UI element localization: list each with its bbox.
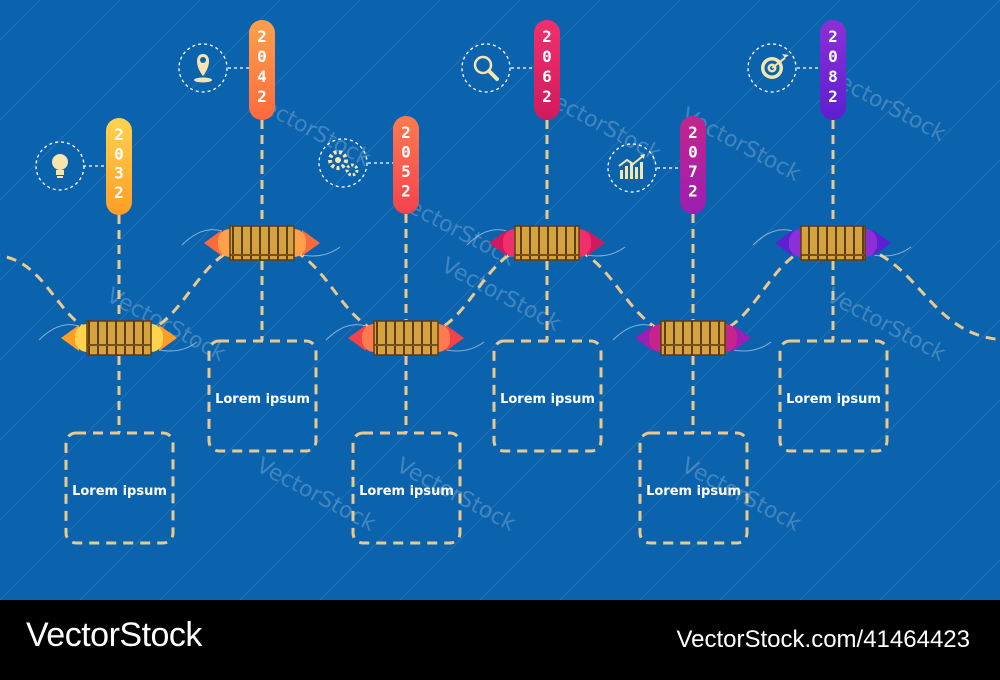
year-label: 2072 [693,111,696,113]
year-digit: 5 [401,162,411,181]
year-digit: 0 [114,144,124,163]
year-digit: 2 [401,182,411,201]
year-digit: 0 [688,143,698,162]
year-label: 2052 [406,111,409,113]
year-digit: 2 [542,27,552,46]
description-box [64,431,175,545]
description-label: Lorem ipsum [786,392,881,407]
description-box [207,339,318,453]
description-box [492,339,603,453]
footer-image-id: VectorStock.com/41464423 [676,626,970,653]
description-label: Lorem ipsum [500,392,595,407]
boat-raft [181,225,341,261]
description-box [638,431,749,545]
year-digit: 2 [828,27,838,46]
icon-circle [178,43,228,93]
boat-raft [325,320,485,356]
year-digit: 2 [828,87,838,106]
year-digit: 0 [542,47,552,66]
year-digit: 0 [257,47,267,66]
growth-chart-icon [618,153,646,180]
footer-brand-logo: VectorStock [26,616,202,654]
year-pill [534,20,560,120]
watermark-layer: VectorStockVectorStockVectorStockVectorS… [102,63,950,537]
year-digit: 6 [542,67,552,86]
year-digit: 2 [688,182,698,201]
location-pin-icon [194,54,212,83]
year-pill [680,116,706,214]
icon-circle [35,141,85,191]
year-digit: 8 [828,67,838,86]
year-digit: 2 [688,123,698,142]
year-digit: 2 [114,183,124,202]
year-digit: 2 [114,125,124,144]
boat-raft [612,320,772,356]
year-digit: 3 [114,164,124,183]
year-digit: 0 [401,143,411,162]
year-digit: 2 [401,123,411,142]
year-pill [106,118,132,215]
icon-circle [318,138,368,188]
year-pill [820,20,846,120]
icon-circle [747,43,797,93]
boat-raft [38,320,198,356]
year-label: 2082 [833,15,836,17]
year-pill [393,116,419,214]
year-label: 2042 [262,15,265,17]
year-digit: 2 [542,87,552,106]
description-label: Lorem ipsum [359,484,454,499]
icon-circle [461,43,511,93]
boat-raft [466,225,626,261]
year-digit: 2 [257,87,267,106]
target-icon [760,53,790,80]
year-digit: 0 [828,47,838,66]
year-label: 2062 [547,15,550,17]
icon-circle [607,143,657,193]
year-digit: 7 [688,162,698,181]
boat-raft [752,225,912,261]
description-label: Lorem ipsum [72,484,167,499]
year-digit: 4 [257,67,267,86]
magnifier-icon [473,55,499,81]
description-box [778,339,889,453]
background-diagonal-lines [0,0,1000,600]
year-label: 2032 [119,113,122,115]
description-label: Lorem ipsum [646,484,741,499]
lightbulb-icon [52,154,68,178]
description-box [351,431,462,545]
year-pill [249,20,275,120]
timeline-diagram: VectorStockVectorStockVectorStockVectorS… [0,0,1000,600]
year-digit: 2 [257,27,267,46]
description-label: Lorem ipsum [215,392,310,407]
footer-bar: VectorStock VectorStock.com/41464423 [0,600,1000,680]
